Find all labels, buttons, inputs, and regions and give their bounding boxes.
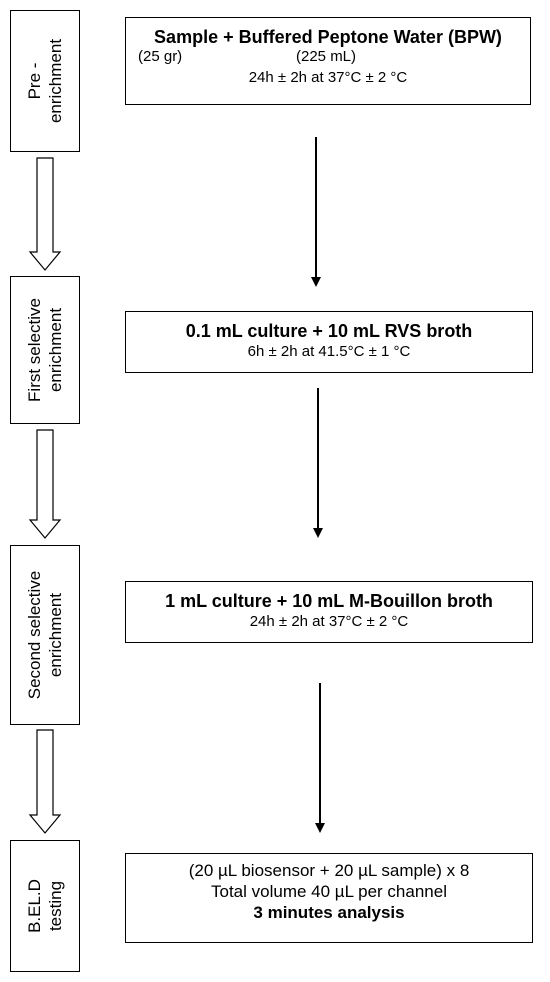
step-title: 0.1 mL culture + 10 mL RVS broth [185,321,473,341]
beld-line-3: 3 minutes analysis [253,903,405,922]
step-box-second-selective: 1 mL culture + 10 mL M-Bouillon broth 24… [125,581,533,643]
step-box-first-selective: 0.1 mL culture + 10 mL RVS broth 6h ± 2h… [125,311,533,373]
sample-amount: (25 gr) [138,48,183,65]
bpw-amount: (225 mL) [296,48,357,65]
step-box-beld-testing: (20 µL biosensor + 20 µL sample) x 8 Tot… [125,853,533,943]
step-title: 1 mL culture + 10 mL M-Bouillon broth [165,591,493,611]
hollow-down-arrow-1 [28,157,62,271]
stage-label-line: B.EL.D [25,879,44,933]
step-title: Sample + Buffered Peptone Water (BPW) [154,27,502,47]
stage-label-line: First selective [25,298,44,402]
stage-label-line: enrichment [46,592,65,678]
stage-label-line: enrichment [46,38,65,124]
step-box-pre-enrichment: Sample + Buffered Peptone Water (BPW) (2… [125,17,531,105]
stage-label-line: Second selective [25,570,44,700]
hollow-down-arrow-3 [28,729,62,834]
stage-label-pre-enrichment: Pre - enrichment [10,10,80,152]
hollow-down-arrow-2 [28,429,62,539]
step-conditions: 6h ± 2h at 41.5°C ± 1 °C [247,343,411,360]
stage-label-line: enrichment [46,307,65,393]
step-conditions: 24h ± 2h at 37°C ± 2 °C [249,613,409,630]
beld-line-1: (20 µL biosensor + 20 µL sample) x 8 [188,861,470,880]
step-amounts: (25 gr) (225 mL) [126,48,530,68]
step-conditions: 24h ± 2h at 37°C ± 2 °C [248,69,408,86]
stage-label-line: testing [46,880,65,932]
beld-line-2: Total volume 40 µL per channel [211,882,447,901]
stage-label-line: Pre - [25,62,44,100]
stage-label-second-selective: Second selective enrichment [10,545,80,725]
stage-label-first-selective: First selective enrichment [10,276,80,424]
stage-label-beld-testing: B.EL.D testing [10,840,80,972]
